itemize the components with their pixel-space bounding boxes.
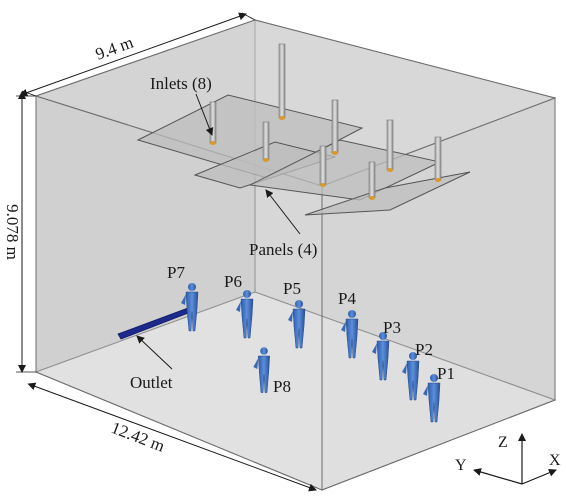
inlet-opening <box>210 141 216 145</box>
inlet-opening <box>332 151 338 155</box>
person-figure <box>402 352 420 401</box>
person-label-p5: P5 <box>283 279 301 298</box>
person-label-p3: P3 <box>383 318 401 337</box>
width-label: 9.4 m <box>93 33 136 64</box>
x-axis-arrow <box>521 468 557 485</box>
inlets <box>209 43 442 200</box>
z-axis-label: Z <box>498 434 508 451</box>
person-label-p8: P8 <box>273 377 291 396</box>
outlet-leader <box>136 335 173 370</box>
inlet-pipe <box>434 136 442 181</box>
person-figure <box>181 283 199 332</box>
inlet-pipe <box>209 101 217 144</box>
inlet-pipe <box>278 43 286 119</box>
length-label: 12.42 m <box>109 418 168 456</box>
width-dimension-line <box>19 12 247 97</box>
inlet-opening <box>263 158 269 162</box>
persons <box>181 283 441 423</box>
inlet-pipe <box>368 161 376 199</box>
height-label: 9.078 m <box>3 204 22 260</box>
person-label-p6: P6 <box>224 272 242 291</box>
inlet-opening <box>369 196 375 200</box>
panel-4 <box>304 171 471 216</box>
person-figure <box>423 374 441 423</box>
inlet-opening <box>387 168 393 172</box>
width-ext-2 <box>241 12 256 21</box>
outlet-label: Outlet <box>130 373 173 392</box>
person-labels: P7 P6 P5 P4 P3 P2 P1 P8 <box>167 263 455 396</box>
inlet-opening <box>435 178 441 182</box>
person-figure <box>288 300 306 349</box>
annotations: Inlets (8) Panels (4) Outlet <box>130 74 317 392</box>
person-figure <box>341 310 359 359</box>
inlets-leader <box>195 93 214 136</box>
y-axis-arrow <box>473 468 523 485</box>
y-axis-label: Y <box>455 457 467 474</box>
length-dimension-line <box>27 382 317 492</box>
person-label-p4: P4 <box>338 289 356 308</box>
person-label-p1: P1 <box>437 364 455 383</box>
panels-label: Panels (4) <box>249 240 317 259</box>
person-label-p7: P7 <box>167 263 185 282</box>
person-label-p2: P2 <box>415 340 433 359</box>
x-axis-label: X <box>549 452 561 469</box>
inlet-pipe <box>319 145 327 186</box>
inlet-opening <box>279 116 285 120</box>
inlet-opening <box>320 183 326 187</box>
panels-leader <box>265 189 301 235</box>
person-figure <box>372 332 390 381</box>
inlet-pipe <box>386 119 394 171</box>
inlet-pipe <box>331 99 339 154</box>
inlet-pipe <box>262 121 270 161</box>
axis-triad: Z X Y <box>455 433 561 485</box>
inlets-label: Inlets (8) <box>150 74 212 93</box>
person-figure <box>236 290 254 339</box>
